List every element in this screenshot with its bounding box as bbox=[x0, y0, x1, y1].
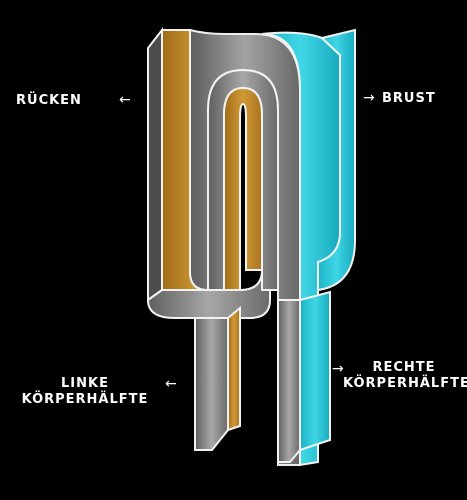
left-arm-side bbox=[147, 27, 163, 302]
label-linke-line1: LINKE bbox=[61, 376, 109, 391]
label-linke-line2: KÖRPERHÄLFTE bbox=[21, 392, 149, 407]
arrow-left-icon: ← bbox=[119, 92, 131, 108]
right-leg-cyan bbox=[299, 290, 331, 452]
label-ruecken: RÜCKEN bbox=[16, 93, 82, 108]
arrow-right-icon: → bbox=[363, 90, 375, 106]
inner-arch-gold bbox=[223, 86, 263, 291]
label-linke-koerperhaelfte: LINKE KÖRPERHÄLFTE bbox=[10, 376, 160, 408]
arrow-left-icon: ← bbox=[165, 376, 177, 392]
left-leg-gold bbox=[227, 305, 241, 432]
label-rechte-line2: KÖRPERHÄLFTE bbox=[343, 376, 467, 391]
left-u-bottom bbox=[146, 269, 271, 319]
left-leg-gray bbox=[194, 317, 229, 451]
right-leg-gray bbox=[277, 299, 301, 463]
label-rechte-koerperhaelfte: RECHTE KÖRPERHÄLFTE bbox=[343, 360, 467, 392]
right-arm-cyan-top bbox=[317, 28, 356, 292]
label-rechte-line1: RECHTE bbox=[372, 360, 436, 375]
arrow-right-icon: → bbox=[332, 361, 344, 377]
label-brust: BRUST bbox=[382, 91, 436, 106]
